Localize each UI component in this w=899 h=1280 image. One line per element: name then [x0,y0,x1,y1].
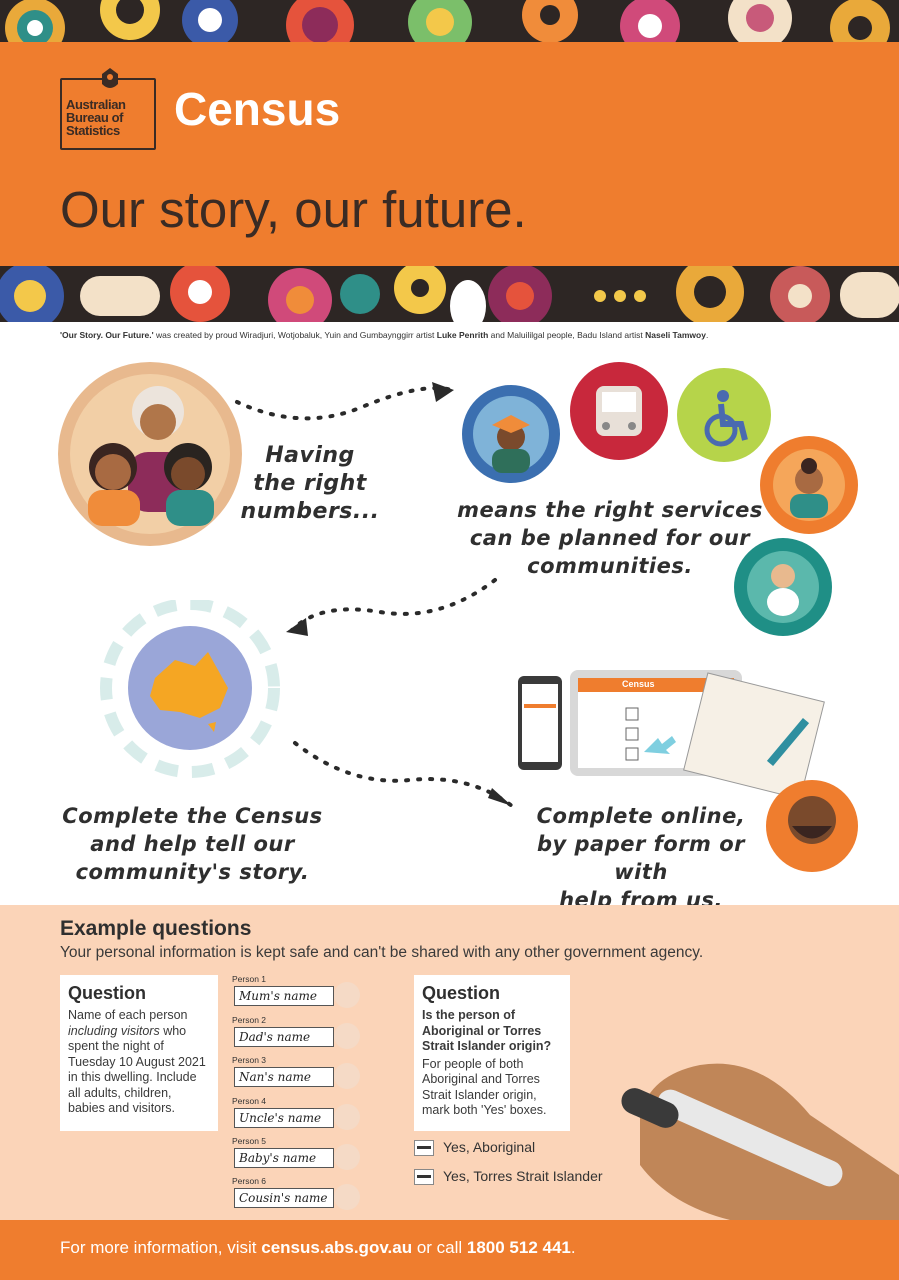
torres-strait-checkbox[interactable] [414,1169,434,1185]
person-5-label: Person 5 [232,1136,267,1146]
credit-artist-2: Naseli Tamwoy [645,330,706,340]
credit-artist-1: Luke Penrith [436,330,489,340]
person-6-name-field[interactable]: Cousin's name [234,1188,334,1208]
family-icon [70,374,230,534]
nurse-icon [760,436,858,534]
header-banner: Australian Bureau of Statistics Census O… [0,42,899,266]
credit-title: 'Our Story. Our Future.' [60,330,154,340]
person-4-label: Person 4 [232,1096,267,1106]
credit-text-1: was created by proud Wiradjuri, Wotjobal… [153,330,437,340]
dotted-arrow-2 [286,578,497,636]
step-2-text: means the right services can be planned … [457,498,763,578]
devices-illustration: Census [512,666,872,876]
person-1-name-field[interactable]: Mum's name [234,986,334,1006]
bus-icon [570,362,668,460]
person-4-name-field[interactable]: Uncle's name [234,1108,334,1128]
wheelchair-icon [677,368,771,462]
footer-text: For more information, visit census.abs.g… [60,1238,576,1257]
step-1-text: Having the right numbers... [240,443,380,524]
question-2-card: Question Is the person of Aboriginal or … [414,975,570,1131]
question-1-heading: Question [68,983,147,1003]
person-6-avatar [334,1184,360,1210]
torres-strait-option-label: Yes, Torres Strait Islander [443,1168,603,1184]
footer-url-link[interactable]: census.abs.gov.au [261,1238,413,1257]
question-1-card: Question Name of each person including v… [60,975,218,1131]
baby-icon [734,538,832,636]
aboriginal-option-label: Yes, Aboriginal [443,1139,536,1155]
question-1-text: Name of each person including visitors w… [68,1008,206,1115]
graduate-icon [462,385,560,483]
credit-end: . [705,330,709,340]
dotted-arrow-3 [293,741,514,808]
footer-phone[interactable]: 1800 512 441 [466,1238,571,1257]
examples-title: Example questions [60,917,252,940]
census-title: Census [174,83,341,135]
page-tagline: Our story, our future. [60,181,527,238]
example-questions-section: Example questions Your personal informat… [0,905,899,1220]
examples-subtitle: Your personal information is kept safe a… [60,944,704,961]
australia-illustration [100,598,280,780]
person-5-avatar [334,1144,360,1170]
person-3-avatar [334,1063,360,1089]
person-3-name-field[interactable]: Nan's name [234,1067,334,1087]
coat-of-arms-icon [102,68,118,88]
step-4-text: Complete online, by paper form or with h… [536,804,746,912]
step-3-text: Complete the Census and help tell our co… [62,804,323,884]
question-2-text: For people of both Aboriginal and Torres… [422,1056,547,1118]
person-2-name-field[interactable]: Dad's name [234,1027,334,1047]
abs-logo[interactable]: Australian Bureau of Statistics [60,68,156,150]
logo-text: Australian Bureau of Statistics [66,97,126,138]
person-5-name-field[interactable]: Baby's name [234,1148,334,1168]
dotted-arrow-1 [235,382,454,421]
credit-text-2: and Maluililgal people, Badu Island arti… [488,330,646,340]
top-artwork-band [0,0,899,42]
artwork-credit: 'Our Story. Our Future.' was created by … [60,330,840,340]
bottom-artwork-band [0,266,899,322]
footer-bar: For more information, visit census.abs.g… [0,1220,899,1280]
question-2-heading: Question [422,983,501,1003]
hand-with-pen-illustration [621,1063,899,1220]
person-6-label: Person 6 [232,1176,267,1186]
question-2-bold: Is the person of Aboriginal or Torres St… [422,1008,552,1053]
aboriginal-checkbox[interactable] [414,1140,434,1156]
person-3-label: Person 3 [232,1055,267,1065]
device-census-label: Census [622,679,655,689]
family-illustration [58,362,242,546]
person-2-avatar [334,1023,360,1049]
artwork-pattern-bottom [0,266,899,322]
person-2-label: Person 2 [232,1015,267,1025]
person-1-label: Person 1 [232,974,267,984]
artwork-pattern-top [0,0,899,42]
person-4-avatar [334,1104,360,1130]
person-1-avatar [334,982,360,1008]
